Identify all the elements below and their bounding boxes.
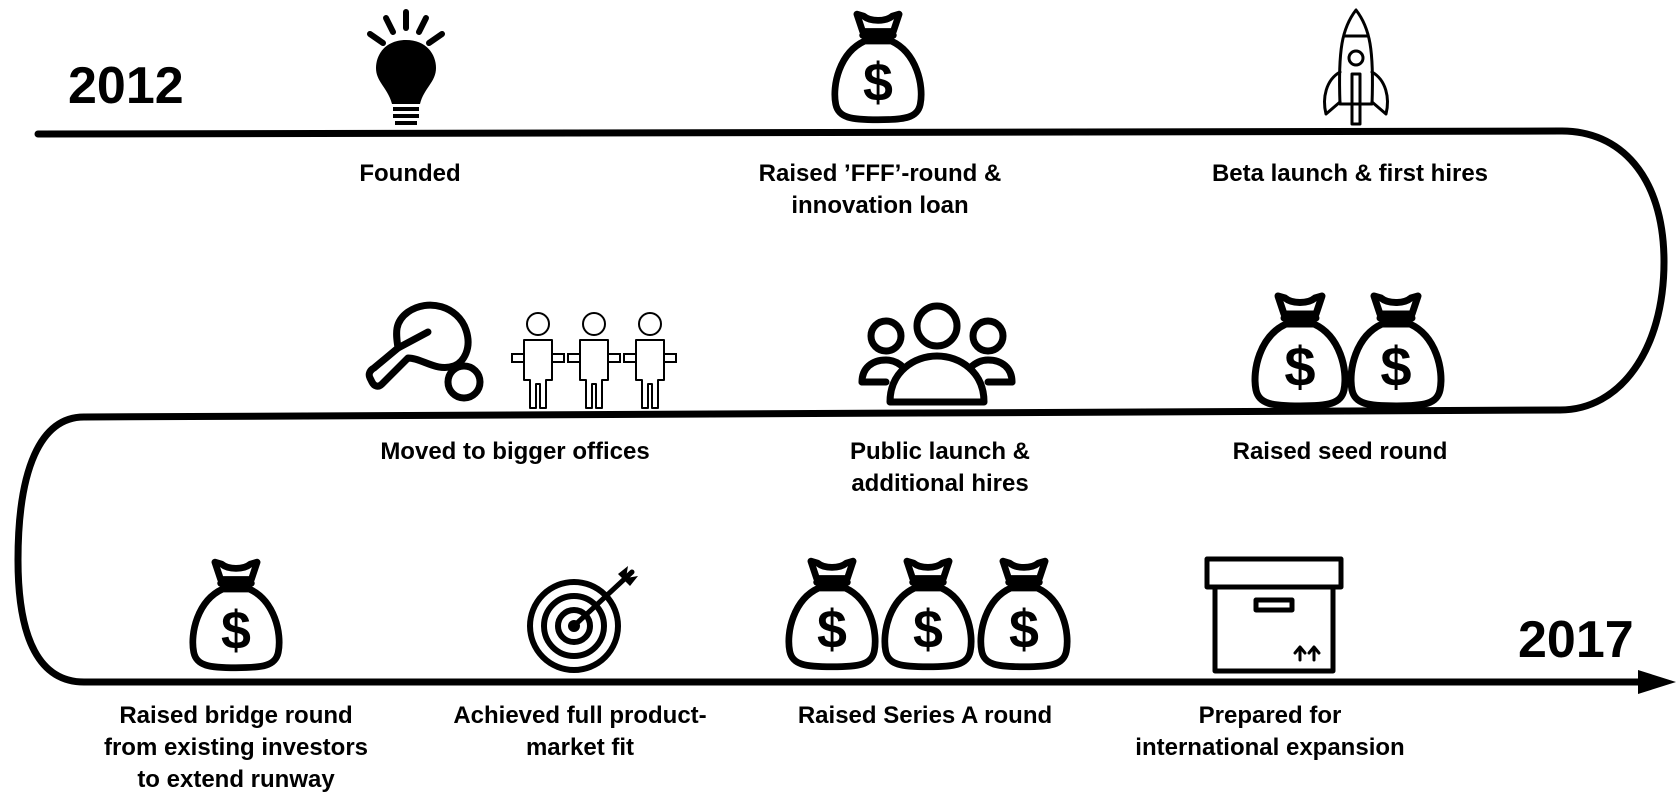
team-icon xyxy=(858,302,1016,406)
timeline-arrowhead xyxy=(1638,670,1676,694)
milestone-label-international-expansion: Prepared for international expansion xyxy=(1135,702,1405,761)
milestone-label-bridge-round: Raised bridge round from existing invest… xyxy=(103,702,369,793)
milestone-label-fff-round: Raised ’FFF’-round & innovation loan xyxy=(758,160,1002,219)
milestone-label-product-market-fit: Achieved full product- market fit xyxy=(453,702,707,761)
milestone-label-seed-round: Raised seed round xyxy=(1232,438,1448,465)
milestone-label-public-launch: Public launch & additional hires xyxy=(849,438,1031,497)
box-icon xyxy=(1204,556,1344,674)
money-bags-icon xyxy=(1250,290,1450,412)
milestone-label-bigger-offices: Moved to bigger offices xyxy=(380,438,650,465)
money-bag-icon xyxy=(830,8,926,124)
start-year: 2012 xyxy=(68,57,184,115)
ping-pong-paddle-icon xyxy=(365,301,484,402)
rocket-icon xyxy=(1323,8,1389,126)
money-bags-icon xyxy=(784,554,1074,674)
money-bag-icon xyxy=(188,556,284,672)
target-icon xyxy=(527,566,638,673)
lightbulb-icon xyxy=(367,9,445,125)
end-year: 2017 xyxy=(1518,611,1634,669)
milestone-label-beta-launch: Beta launch & first hires xyxy=(1211,160,1489,187)
people-icon xyxy=(511,312,677,409)
milestone-label-series-a: Raised Series A round xyxy=(797,702,1053,729)
milestone-label-founded: Founded xyxy=(359,160,461,187)
